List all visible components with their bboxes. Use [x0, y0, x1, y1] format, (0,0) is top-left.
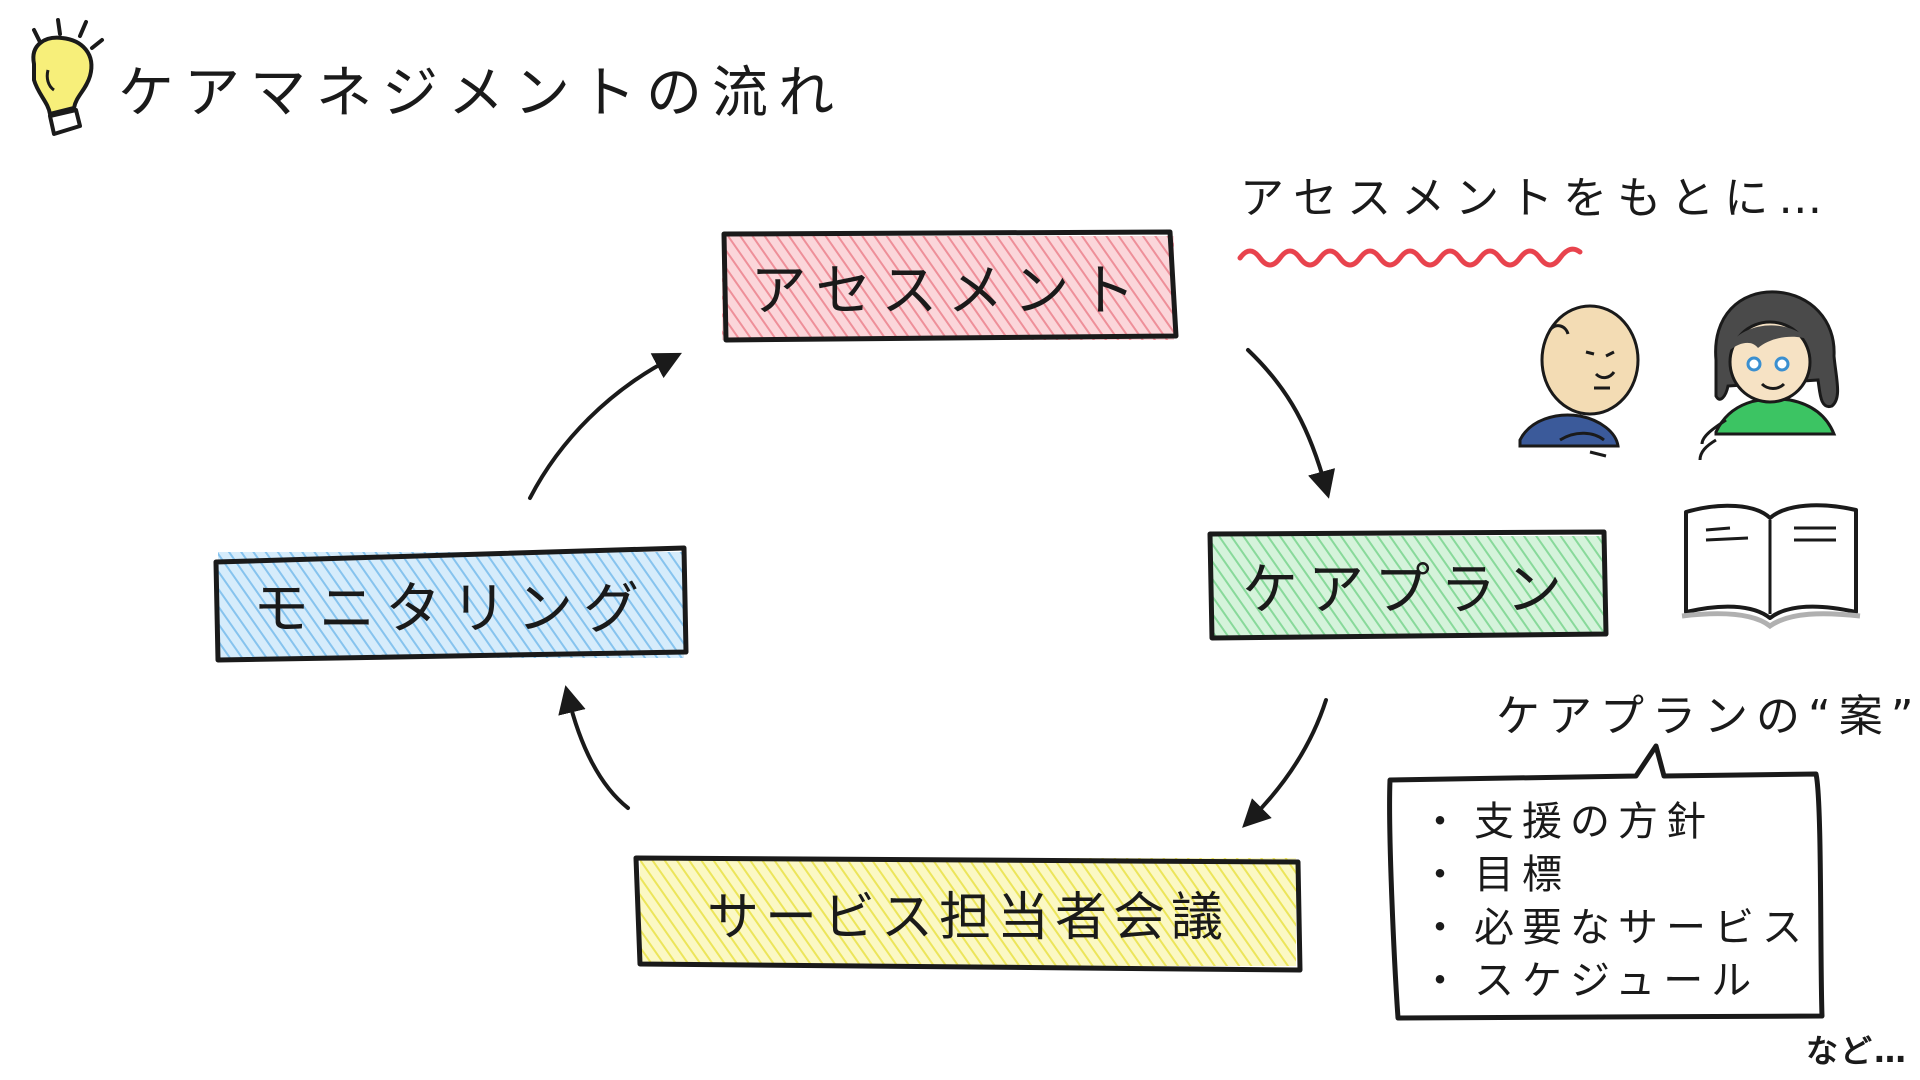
annotation-based-on-assessment: アセスメントをもとに… — [1240, 173, 1833, 224]
service-meeting-box — [633, 855, 1303, 973]
step-care-plan-label: ケアプラン — [1242, 557, 1572, 623]
list-item: 目標 — [1420, 849, 1810, 902]
arrow-assessment-to-plan — [1246, 348, 1336, 499]
step-monitoring-label: モニタリング — [253, 576, 649, 642]
list-item: スケジュール — [1420, 955, 1810, 1008]
step-assessment-label: アセスメント — [750, 258, 1146, 324]
monitoring-box — [213, 545, 689, 663]
list-item: 必要なサービス — [1420, 902, 1810, 955]
page-title: ケアマネジメントの流れ — [118, 61, 844, 126]
annotation-underline — [1237, 246, 1583, 268]
step-service-meeting-label: サービス担当者会議 — [706, 887, 1229, 948]
care-manager-icon — [1698, 290, 1840, 461]
etc-label: など… — [1806, 1032, 1909, 1070]
arrow-meeting-to-monitoring — [558, 685, 630, 810]
elderly-person-icon — [1518, 304, 1640, 458]
draft-items-list: 支援の方針 目標 必要なサービス スケジュール — [1420, 796, 1810, 1008]
assessment-box — [721, 229, 1179, 343]
open-book-icon — [1681, 503, 1861, 630]
arrow-plan-to-meeting — [1242, 698, 1328, 828]
arrow-monitoring-to-assessment — [528, 352, 682, 500]
care-plan-box — [1207, 529, 1609, 641]
list-item: 支援の方針 — [1420, 796, 1810, 849]
lightbulb-icon — [31, 18, 104, 136]
care-plan-draft-label: ケアプランの“案” — [1496, 691, 1920, 742]
